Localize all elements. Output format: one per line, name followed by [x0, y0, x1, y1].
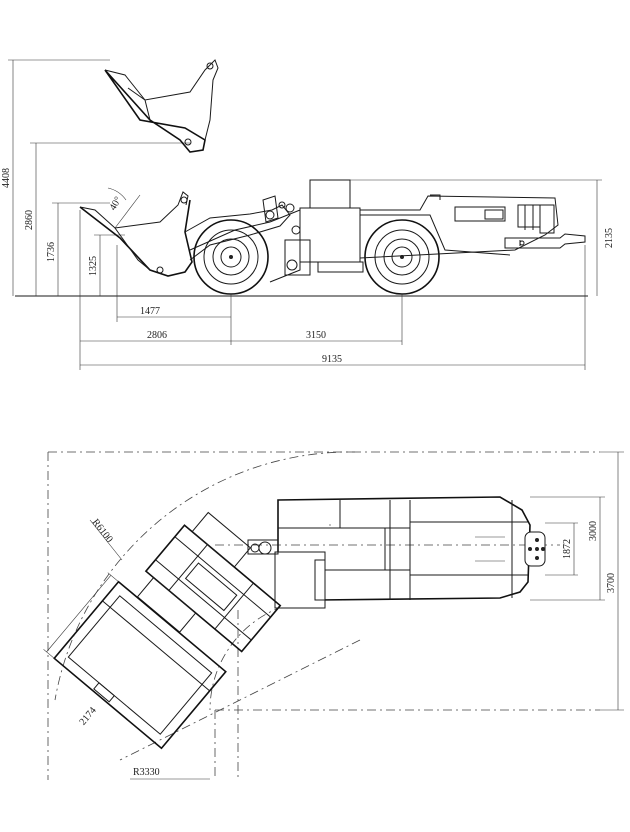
turning-width-label: 3700 — [606, 573, 617, 593]
overall-length-label: 9135 — [322, 354, 342, 365]
turning-envelope — [47, 451, 600, 780]
height-raised-label: 4408 — [1, 168, 12, 188]
raised-bucket — [104, 59, 219, 153]
wheelbase-label: 3150 — [306, 330, 326, 341]
height-bucket-pin-label: 1736 — [46, 242, 57, 262]
dump-reach-height-label: 1325 — [88, 256, 99, 276]
bucket-top — [43, 572, 227, 750]
left-height-dimensions: 4408 2860 1736 1325 — [1, 59, 190, 296]
articulation-joint-top — [247, 539, 279, 555]
front-frame-top — [136, 511, 282, 653]
horizontal-dimensions: 1477 2806 3150 9135 — [79, 210, 586, 370]
inner-radius-label: R3330 — [133, 767, 160, 778]
cab-height-label: 2135 — [604, 228, 615, 248]
top-width-dimensions: 1872 3000 3700 — [530, 451, 624, 711]
top-view: R6100 R3330 — [43, 451, 624, 780]
dump-reach-label: 1477 — [140, 306, 160, 317]
cab-height-dimension: 2135 — [340, 179, 615, 296]
radius-labels: R6100 R3330 — [90, 517, 210, 780]
rear-body — [359, 194, 586, 259]
front-axle-offset-label: 2806 — [147, 330, 167, 341]
height-dump-label: 2860 — [24, 210, 35, 230]
cab-top — [274, 551, 326, 609]
vehicle-width-label: 3000 — [588, 521, 599, 541]
side-view: 4408 2860 1736 1325 2135 — [1, 59, 615, 370]
bucket-width-label: 2174 — [77, 705, 98, 727]
track-width-label: 1872 — [562, 539, 573, 559]
cab — [299, 179, 364, 273]
front-wheel — [193, 219, 269, 295]
outer-radius-label: R6100 — [90, 517, 115, 545]
dump-angle-label: 40° — [108, 195, 125, 213]
center-frame — [262, 195, 311, 283]
